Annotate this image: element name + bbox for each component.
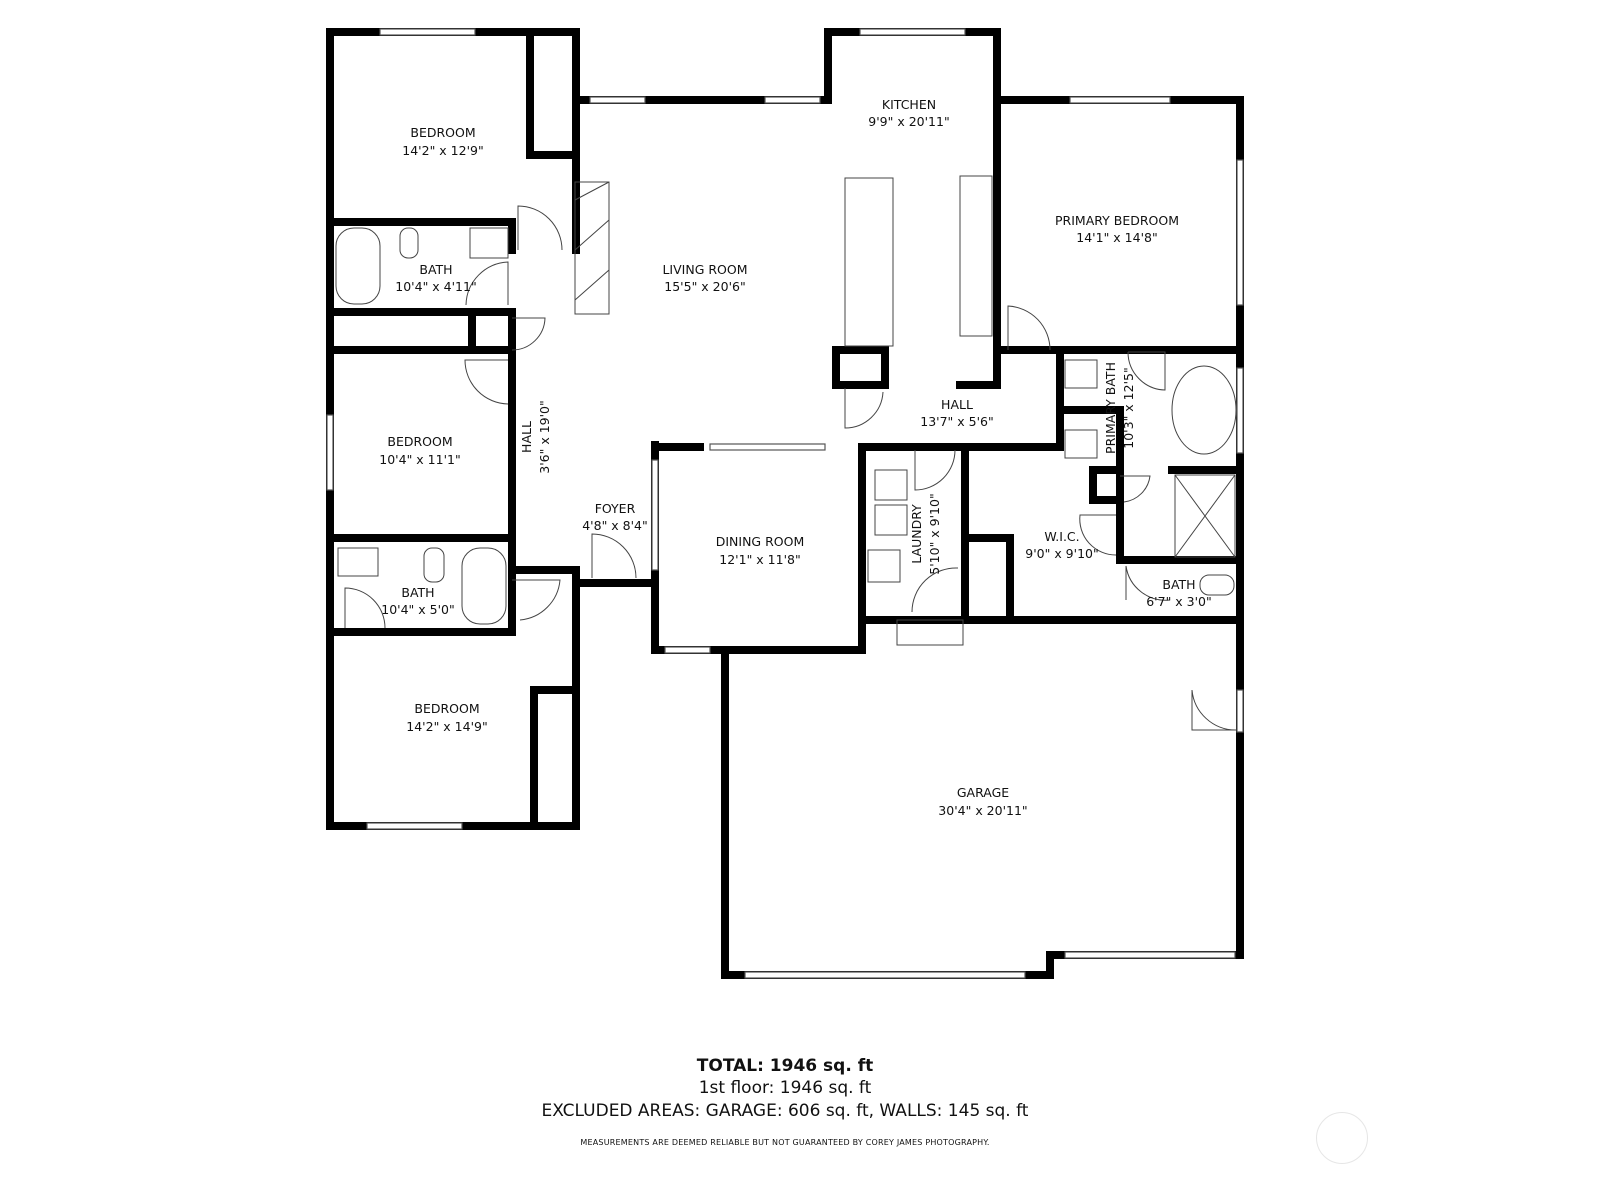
room-labels: BEDROOM 14'2" x 12'9" BATH 10'4" x 4'11"… bbox=[379, 97, 1211, 818]
room-size: 10'3" x 12'5" bbox=[1121, 367, 1136, 448]
room-size: 12'1" x 11'8" bbox=[719, 552, 800, 567]
room-size: 10'4" x 11'1" bbox=[379, 452, 460, 467]
room-name: BATH bbox=[1162, 577, 1195, 592]
room-name: W.I.C. bbox=[1044, 529, 1079, 544]
room-name: BATH bbox=[401, 585, 434, 600]
total-area: TOTAL: 1946 sq. ft bbox=[696, 1056, 874, 1076]
fixtures bbox=[335, 175, 1237, 625]
room-size: 9'9" x 20'11" bbox=[868, 114, 949, 129]
windows bbox=[326, 28, 1244, 979]
room-size: 3'6" x 19'0" bbox=[537, 400, 552, 473]
room-name: LAUNDRY bbox=[909, 504, 924, 564]
room-size: 9'0" x 9'10" bbox=[1025, 546, 1098, 561]
watermark-logo bbox=[1316, 1112, 1368, 1164]
room-size: 14'1" x 14'8" bbox=[1076, 230, 1157, 245]
room-size: 4'8" x 8'4" bbox=[582, 518, 648, 533]
room-name: HALL bbox=[941, 397, 973, 412]
walls bbox=[326, 28, 1244, 979]
room-name: DINING ROOM bbox=[716, 534, 805, 549]
room-name: BEDROOM bbox=[414, 701, 479, 716]
room-name: GARAGE bbox=[957, 785, 1009, 800]
room-name: BATH bbox=[419, 262, 452, 277]
room-name: KITCHEN bbox=[882, 97, 936, 112]
room-size: 14'2" x 14'9" bbox=[406, 719, 487, 734]
room-name: BEDROOM bbox=[387, 434, 452, 449]
room-name: FOYER bbox=[595, 501, 636, 516]
room-name: PRIMARY BEDROOM bbox=[1055, 213, 1179, 228]
room-size: 6'7" x 3'0" bbox=[1146, 594, 1212, 609]
disclaimer: MEASUREMENTS ARE DEEMED RELIABLE BUT NOT… bbox=[580, 1138, 990, 1147]
room-size: 15'5" x 20'6" bbox=[664, 279, 745, 294]
room-size: 14'2" x 12'9" bbox=[402, 143, 483, 158]
room-name: BEDROOM bbox=[410, 125, 475, 140]
room-name: LIVING ROOM bbox=[662, 262, 747, 277]
room-name: PRIMARY BATH bbox=[1103, 362, 1118, 454]
doors bbox=[344, 205, 1237, 731]
room-size: 10'4" x 5'0" bbox=[381, 602, 454, 617]
room-name: HALL bbox=[519, 421, 534, 453]
room-size: 5'10" x 9'10" bbox=[927, 493, 942, 574]
room-size: 10'4" x 4'11" bbox=[395, 279, 476, 294]
floor-area: 1st floor: 1946 sq. ft bbox=[698, 1078, 872, 1098]
room-size: 30'4" x 20'11" bbox=[938, 803, 1027, 818]
excluded-areas: EXCLUDED AREAS: GARAGE: 606 sq. ft, WALL… bbox=[541, 1101, 1029, 1121]
room-size: 13'7" x 5'6" bbox=[920, 414, 993, 429]
